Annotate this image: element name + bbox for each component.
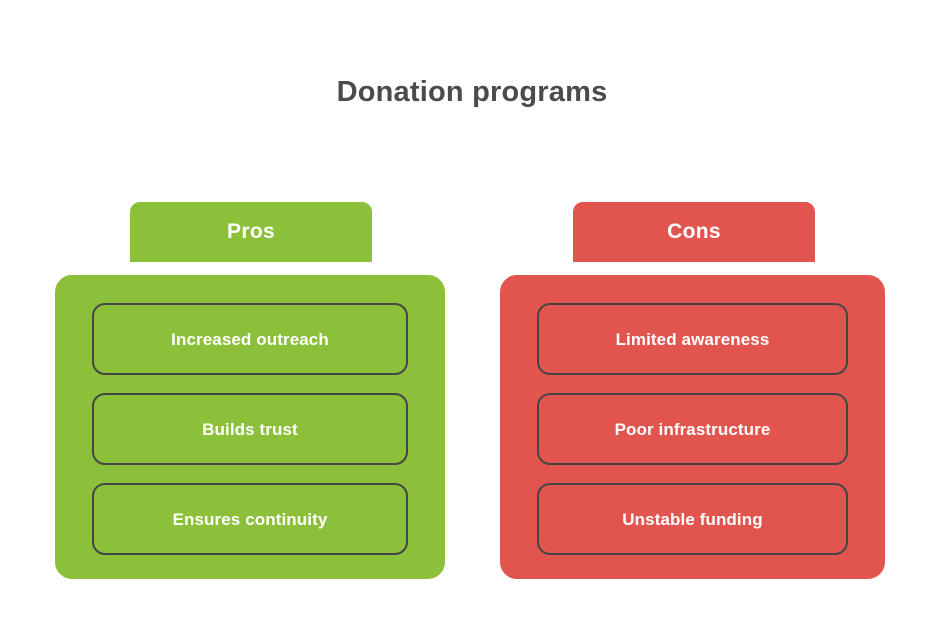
page-title: Donation programs [336, 76, 608, 108]
cons-item-3[interactable]: Unstable funding [537, 483, 848, 555]
cons-item-1-label: Limited awareness [615, 329, 770, 349]
cons-item-3-label: Unstable funding [622, 509, 763, 529]
pros-panel: Increased outreach Builds trust Ensures … [52, 272, 448, 582]
cons-item-2-label: Poor infrastructure [614, 419, 771, 439]
cons-item-1[interactable]: Limited awareness [537, 303, 848, 375]
cons-panel: Limited awareness Poor infrastructure Un… [497, 272, 888, 582]
pros-item-1[interactable]: Increased outreach [92, 303, 408, 375]
pros-item-2[interactable]: Builds trust [92, 393, 408, 465]
pros-item-3-label: Ensures continuity [172, 509, 328, 529]
pros-item-1-label: Increased outreach [171, 329, 329, 349]
pros-header-tab[interactable]: Pros [127, 199, 375, 265]
cons-header-tab[interactable]: Cons [570, 199, 818, 265]
pros-item-2-label: Builds trust [202, 419, 298, 439]
cons-header-label: Cons [667, 219, 721, 243]
pros-item-3[interactable]: Ensures continuity [92, 483, 408, 555]
pros-header-label: Pros [227, 219, 275, 243]
cons-item-2[interactable]: Poor infrastructure [537, 393, 848, 465]
